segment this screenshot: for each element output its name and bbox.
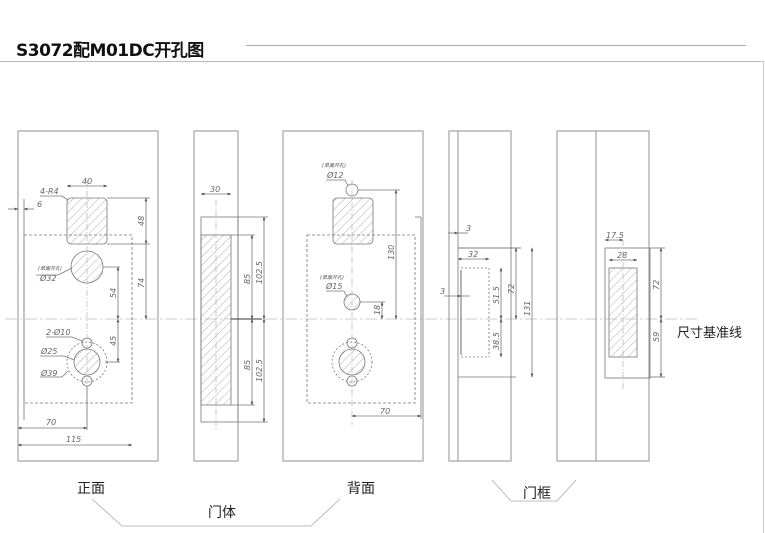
hole-label-32: Ø32 xyxy=(39,273,56,283)
back-handle-pocket xyxy=(332,197,374,245)
dim-45: 45 xyxy=(109,336,118,346)
note-single-side-12: (单面开孔) xyxy=(322,162,346,169)
note-single-side-15: (单面开孔) xyxy=(320,274,344,281)
frame-side-view xyxy=(444,130,534,462)
dim-70: 70 xyxy=(46,418,56,427)
dim-48: 48 xyxy=(137,216,146,226)
back-door-outline xyxy=(282,130,424,462)
note-single-side: (单面开孔) xyxy=(38,265,62,272)
dim-28: 28 xyxy=(617,251,627,260)
dim-115: 115 xyxy=(66,435,81,444)
datum-line-label: 尺寸基准线 xyxy=(677,326,742,341)
dim-38-5: 38.5 xyxy=(492,332,501,350)
title-rule xyxy=(246,45,746,46)
dim-17-5: 17.5 xyxy=(606,231,624,240)
dim-3-top: 3 xyxy=(466,224,471,233)
frame-side-dim-text: 3 32 3 51.5 38.5 72 131 xyxy=(440,224,532,350)
dim-85-top: 85 xyxy=(243,274,252,284)
label-back: 背面 xyxy=(347,481,375,497)
dim-74: 74 xyxy=(137,278,146,288)
dim-72-side: 72 xyxy=(507,284,516,294)
side-dim-text: 30 85 102.5 85 102.5 xyxy=(210,185,264,382)
dim-54: 54 xyxy=(109,288,118,298)
front-door-outline xyxy=(17,130,159,462)
drawing-title: S3072配M01DC开孔图 xyxy=(16,41,204,61)
front-view xyxy=(8,130,159,462)
dim-30: 30 xyxy=(210,185,220,194)
dim-72-front: 72 xyxy=(652,280,661,290)
dim-102-5-bottom: 102.5 xyxy=(255,359,264,382)
frame-border-right xyxy=(763,61,764,533)
front-dim-text: 40 4-R4 6 48 74 54 45 70 115 (单面开孔) Ø32 … xyxy=(37,177,146,444)
frame-border-top xyxy=(0,61,763,62)
dim-32: 32 xyxy=(468,250,478,259)
hole-label-39: Ø39 xyxy=(40,368,57,378)
door-body-bracket xyxy=(91,498,341,527)
hole-label-15: Ø15 xyxy=(325,281,342,291)
dim-130: 130 xyxy=(387,245,396,260)
dim-131: 131 xyxy=(523,301,532,316)
label-door-body: 门体 xyxy=(208,505,236,521)
hole-label-2x10: 2-Ø10 xyxy=(46,327,70,337)
dim-102-5-top: 102.5 xyxy=(255,261,264,284)
dim-18: 18 xyxy=(373,305,382,315)
dim-6: 6 xyxy=(37,200,42,209)
label-front: 正面 xyxy=(77,481,105,497)
frame-front-dim-text: 17.5 28 72 59 xyxy=(606,231,661,342)
frame-front-outline xyxy=(556,130,650,462)
dim-70-back: 70 xyxy=(380,407,390,416)
dim-4-r4: 4-R4 xyxy=(40,187,59,196)
dim-40: 40 xyxy=(82,177,92,186)
dim-51-5: 51.5 xyxy=(492,286,501,304)
dim-85-bottom: 85 xyxy=(243,360,252,370)
door-frame-bracket xyxy=(491,479,577,502)
hole-label-25: Ø25 xyxy=(40,346,57,356)
front-hole-32 xyxy=(70,250,104,284)
hole-label-12: Ø12 xyxy=(326,170,343,180)
frame-front-view xyxy=(556,130,665,462)
dim-59: 59 xyxy=(652,332,661,342)
back-dim-text: (单面开孔) Ø12 (单面开孔) Ø15 130 18 70 xyxy=(320,162,396,416)
side-view xyxy=(193,130,268,462)
dim-3-mid: 3 xyxy=(440,287,445,296)
back-view xyxy=(282,130,424,462)
label-door-frame: 门框 xyxy=(523,486,551,502)
